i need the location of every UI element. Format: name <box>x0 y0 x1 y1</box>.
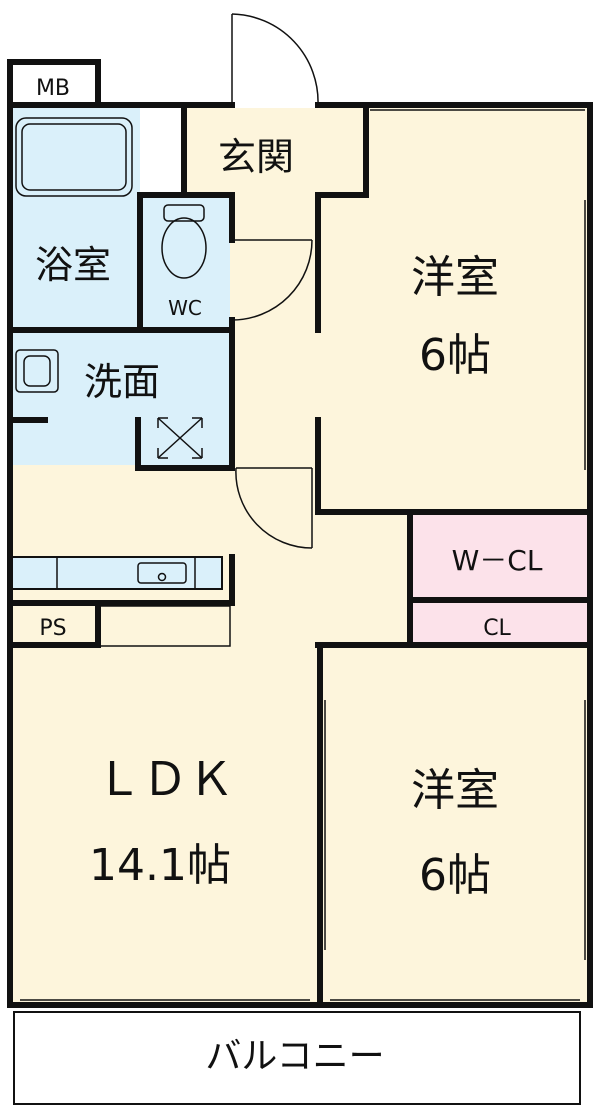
room-fills <box>10 108 587 1105</box>
ldk-label: ＬＤＫ <box>96 752 234 806</box>
wc-door-arc <box>231 239 313 321</box>
ldk-size: 14.1帖 <box>89 840 231 891</box>
western-room-top-size: 6帖 <box>419 330 491 381</box>
cl-label: CL <box>483 616 511 641</box>
washbasin-inner-icon <box>23 355 51 387</box>
entrance-label: 玄関 <box>218 135 294 179</box>
entrance-area <box>185 108 322 195</box>
bathtub-inner-icon <box>21 123 127 191</box>
balcony-area <box>13 1011 581 1105</box>
toilet-tank-icon <box>163 204 205 222</box>
mb-label: MB <box>36 76 70 101</box>
kitchen-counter <box>11 556 223 590</box>
sink-icon <box>137 562 187 584</box>
western-room-bottom-label: 洋室 <box>411 765 499 816</box>
ldk-door-arc <box>235 467 313 549</box>
western-room-top-label: 洋室 <box>411 252 499 303</box>
bath-area <box>10 108 140 330</box>
wc-label: WC <box>168 296 202 320</box>
sink-drain-icon <box>157 572 167 582</box>
western-room-bottom-area <box>322 645 587 1005</box>
fridge-space <box>99 605 231 647</box>
wcl-area <box>412 512 587 602</box>
hallway-area <box>230 195 325 515</box>
walls <box>7 59 593 1008</box>
labels: MB 玄関 浴室 WC 洗面 洋室 6帖 W－CL CL PS ＬＤＫ 14.1… <box>35 76 543 1077</box>
western-room-top-area <box>322 108 587 512</box>
toilet-bowl-icon <box>161 217 207 279</box>
ps-label: PS <box>39 616 66 641</box>
washroom-label: 洗面 <box>84 360 160 404</box>
cl-area <box>412 602 587 645</box>
entrance-door-arc <box>231 13 319 106</box>
western-room-bottom-size: 6帖 <box>419 850 491 901</box>
bath-label: 浴室 <box>35 243 111 287</box>
wcl-label: W－CL <box>452 544 543 577</box>
bathtub-icon <box>15 117 133 197</box>
thin-lines <box>15 13 586 1001</box>
washbasin-icon <box>15 349 59 393</box>
balcony-label: バルコニー <box>205 1036 384 1077</box>
washing-machine-icon <box>157 417 203 459</box>
